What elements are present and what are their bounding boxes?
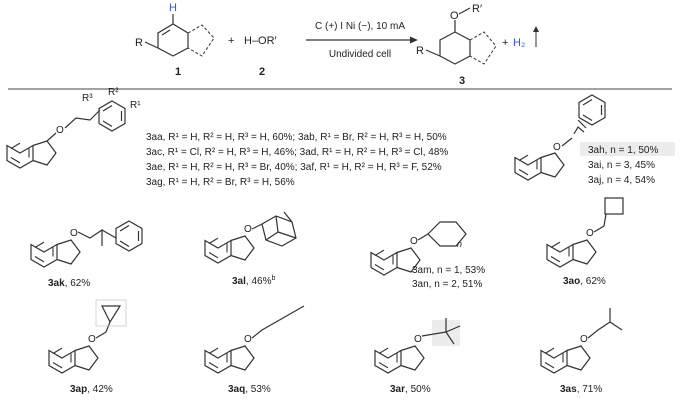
conditions-top: C (+) I Ni (−), 10 mA: [315, 21, 405, 32]
product-3ar-label: 3ar, 50%: [390, 384, 431, 395]
product-3ap-label: 3ap, 42%: [70, 384, 113, 395]
product-3al-label: 3al, 46%b: [232, 275, 275, 287]
product-3-structure: O R′ R 3: [416, 3, 497, 87]
chain-series-line-2: 3ai, n = 3, 45%: [588, 160, 655, 171]
aryl-series-line-1: 3aa, R¹ = H, R² = H, R³ = H, 60%; 3ab, R…: [146, 132, 447, 143]
reaction-arrowhead: [410, 36, 418, 44]
alcohol-formula: H–OR′: [244, 35, 277, 47]
3aq-o-label: O: [244, 334, 252, 345]
substrate-1-structure: H R 1: [135, 2, 215, 78]
3ak-o-label: O: [70, 228, 78, 239]
conditions-bottom: Undivided cell: [329, 49, 391, 60]
product-3ar-structure: O: [374, 318, 461, 374]
aryl-series-structure: O R³ R² R¹: [6, 87, 141, 169]
highlight-3ah: [580, 142, 675, 156]
product-3am-structure: O n: [370, 221, 467, 276]
product-3ao-label: 3ao, 62%: [563, 276, 606, 287]
3ar-o-label: O: [414, 334, 422, 345]
aryl-series-o-label: O: [56, 125, 64, 136]
r2-label: R²: [108, 87, 119, 98]
product-3ak-structure: O: [30, 220, 143, 268]
aryl-series-line-4: 3ag, R¹ = H, R² = Br, R³ = H, 56%: [146, 177, 295, 188]
hydrogen-gas: H₂: [513, 37, 525, 49]
aryl-series-line-3: 3ae, R¹ = H, R² = H, R³ = Br, 40%; 3af, …: [146, 162, 442, 173]
product-3ak-label: 3ak, 62%: [48, 278, 90, 289]
product-3an-label: 3an, n = 2, 51%: [412, 279, 482, 290]
substrate-r-label: R: [135, 37, 143, 49]
product-rprime-label: R′: [472, 3, 482, 15]
chain-series-o-label: O: [553, 142, 561, 153]
3ap-highlight-box: [95, 299, 127, 327]
gas-arrowhead: [533, 26, 539, 32]
3am-n-label: n: [457, 239, 462, 249]
plus-sign-2: +: [502, 37, 508, 49]
plus-sign-1: +: [228, 35, 234, 47]
chain-series-line-3: 3aj, n = 4, 54%: [588, 175, 655, 186]
r1-label: R¹: [130, 100, 141, 111]
product-o-label: O: [450, 10, 459, 22]
product-3as-label: 3as, 71%: [560, 384, 602, 395]
r3-label: R³: [82, 93, 93, 104]
product-3am-label: 3am, n = 1, 53%: [412, 265, 485, 276]
compound-2-label: 2: [259, 66, 265, 78]
3as-o-label: O: [580, 334, 588, 345]
3ap-o-label: O: [88, 334, 96, 345]
product-r-label: R: [416, 45, 424, 57]
compound-3-label: 3: [459, 75, 465, 87]
3al-o-label: O: [244, 224, 252, 235]
product-3ao-structure: O: [546, 197, 624, 268]
chain-series-line-1: 3ah, n = 1, 50%: [588, 145, 658, 156]
product-3al-structure: O: [204, 211, 297, 264]
product-3aq-structure: O: [204, 305, 305, 374]
product-3as-structure: O: [540, 308, 623, 374]
reaction-scheme: H R 1 + H–OR′ 2 C (+) I Ni (−), 10 mA Un…: [135, 2, 539, 87]
substrate-h-label: H: [169, 2, 177, 14]
3am-o-label: O: [410, 236, 418, 247]
compound-1-label: 1: [175, 66, 181, 78]
3ao-o-label: O: [586, 228, 594, 239]
product-3aq-label: 3aq, 53%: [228, 384, 271, 395]
aryl-series-line-2: 3ac, R¹ = Cl, R² = H, R³ = H, 46%; 3ad, …: [146, 147, 448, 158]
product-3ap-structure: O: [48, 299, 127, 374]
